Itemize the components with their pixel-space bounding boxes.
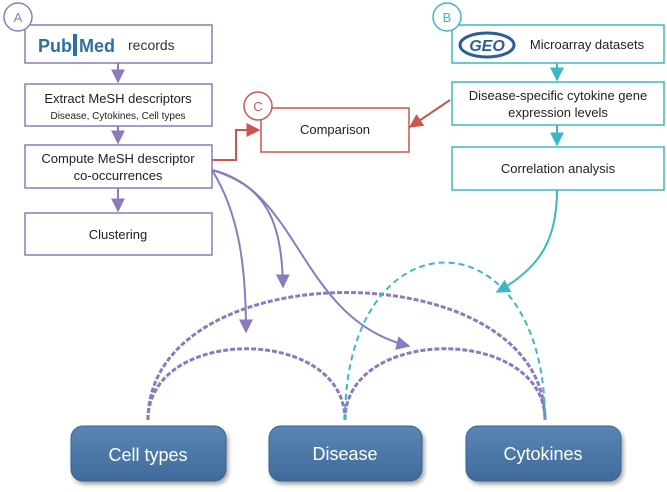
disease-expression-line2: expression levels [508, 105, 608, 120]
comparison-arrows [212, 99, 451, 161]
panel-b: GEO Microarray datasets Disease-specific… [432, 2, 665, 191]
node-cytokines [465, 425, 622, 482]
pubmed-logo-bar [73, 34, 77, 56]
arrow-to-disease-cytokine-edge [211, 169, 411, 350]
node-cell-types-label: Cell types [108, 445, 187, 465]
pubmed-logo-part1: Pub [38, 36, 72, 56]
comparison-label: Comparison [300, 122, 370, 137]
disease-expression-box [451, 81, 665, 126]
arrow-expression-to-comparison [408, 99, 451, 128]
clustering-arrows [211, 169, 411, 350]
node-cell-types [70, 425, 227, 482]
node-disease-box [268, 425, 423, 482]
node-cell-types-box [70, 425, 227, 482]
extract-title: Extract MeSH descriptors [44, 91, 192, 106]
node-cytokines-box [465, 425, 622, 482]
panel-a: Pub Med records Extract MeSH descriptors… [3, 2, 213, 256]
network-nodes: Cell types Disease Cytokines [70, 425, 622, 482]
badge-a [3, 2, 33, 32]
compute-line2: co-occurrences [74, 168, 163, 183]
clustering-box [24, 212, 213, 256]
panel-c: Comparison C [243, 91, 410, 153]
microarray-label: Microarray datasets [530, 37, 645, 52]
pubmed-logo: Pub Med [38, 34, 115, 56]
arrow-to-celltype-disease-edge [211, 169, 253, 334]
arrow-compute-to-comparison [212, 123, 261, 161]
badge-c-label: C [253, 99, 262, 114]
correlation-label: Correlation analysis [501, 161, 616, 176]
compute-line1: Compute MeSH descriptor [41, 151, 195, 166]
edge-disease-cytokines [343, 347, 547, 421]
badge-b-label: B [443, 10, 452, 25]
extract-mesh-box [24, 83, 213, 127]
node-disease-label: Disease [312, 444, 377, 464]
network-edges [146, 261, 547, 421]
disease-expression-line1: Disease-specific cytokine gene [469, 88, 647, 103]
badge-c [243, 91, 273, 121]
correlation-box [451, 146, 665, 191]
edge-celltypes-disease [146, 347, 347, 421]
edge-celltypes-cytokines [146, 291, 547, 421]
pubmed-logo-part2: Med [79, 36, 115, 56]
geo-logo-text: GEO [469, 38, 505, 55]
records-label: records [128, 37, 175, 53]
arrow-correlation-to-cytokine-disease-edge [495, 189, 558, 293]
panel-b-arrows [495, 63, 564, 293]
edge-disease-cytokines-expression [344, 261, 546, 421]
node-disease [268, 425, 423, 482]
extract-subtitle: Disease, Cytokines, Cell types [50, 111, 185, 122]
badge-a-label: A [14, 10, 23, 25]
clustering-label: Clustering [89, 227, 148, 242]
comparison-box [260, 107, 410, 153]
geo-logo-ring [458, 31, 516, 59]
node-cytokines-label: Cytokines [503, 444, 582, 464]
geo-logo: GEO [458, 31, 516, 59]
badge-b [432, 2, 462, 32]
compute-cooccurrences-box [24, 144, 213, 189]
pubmed-records-box [24, 24, 213, 64]
